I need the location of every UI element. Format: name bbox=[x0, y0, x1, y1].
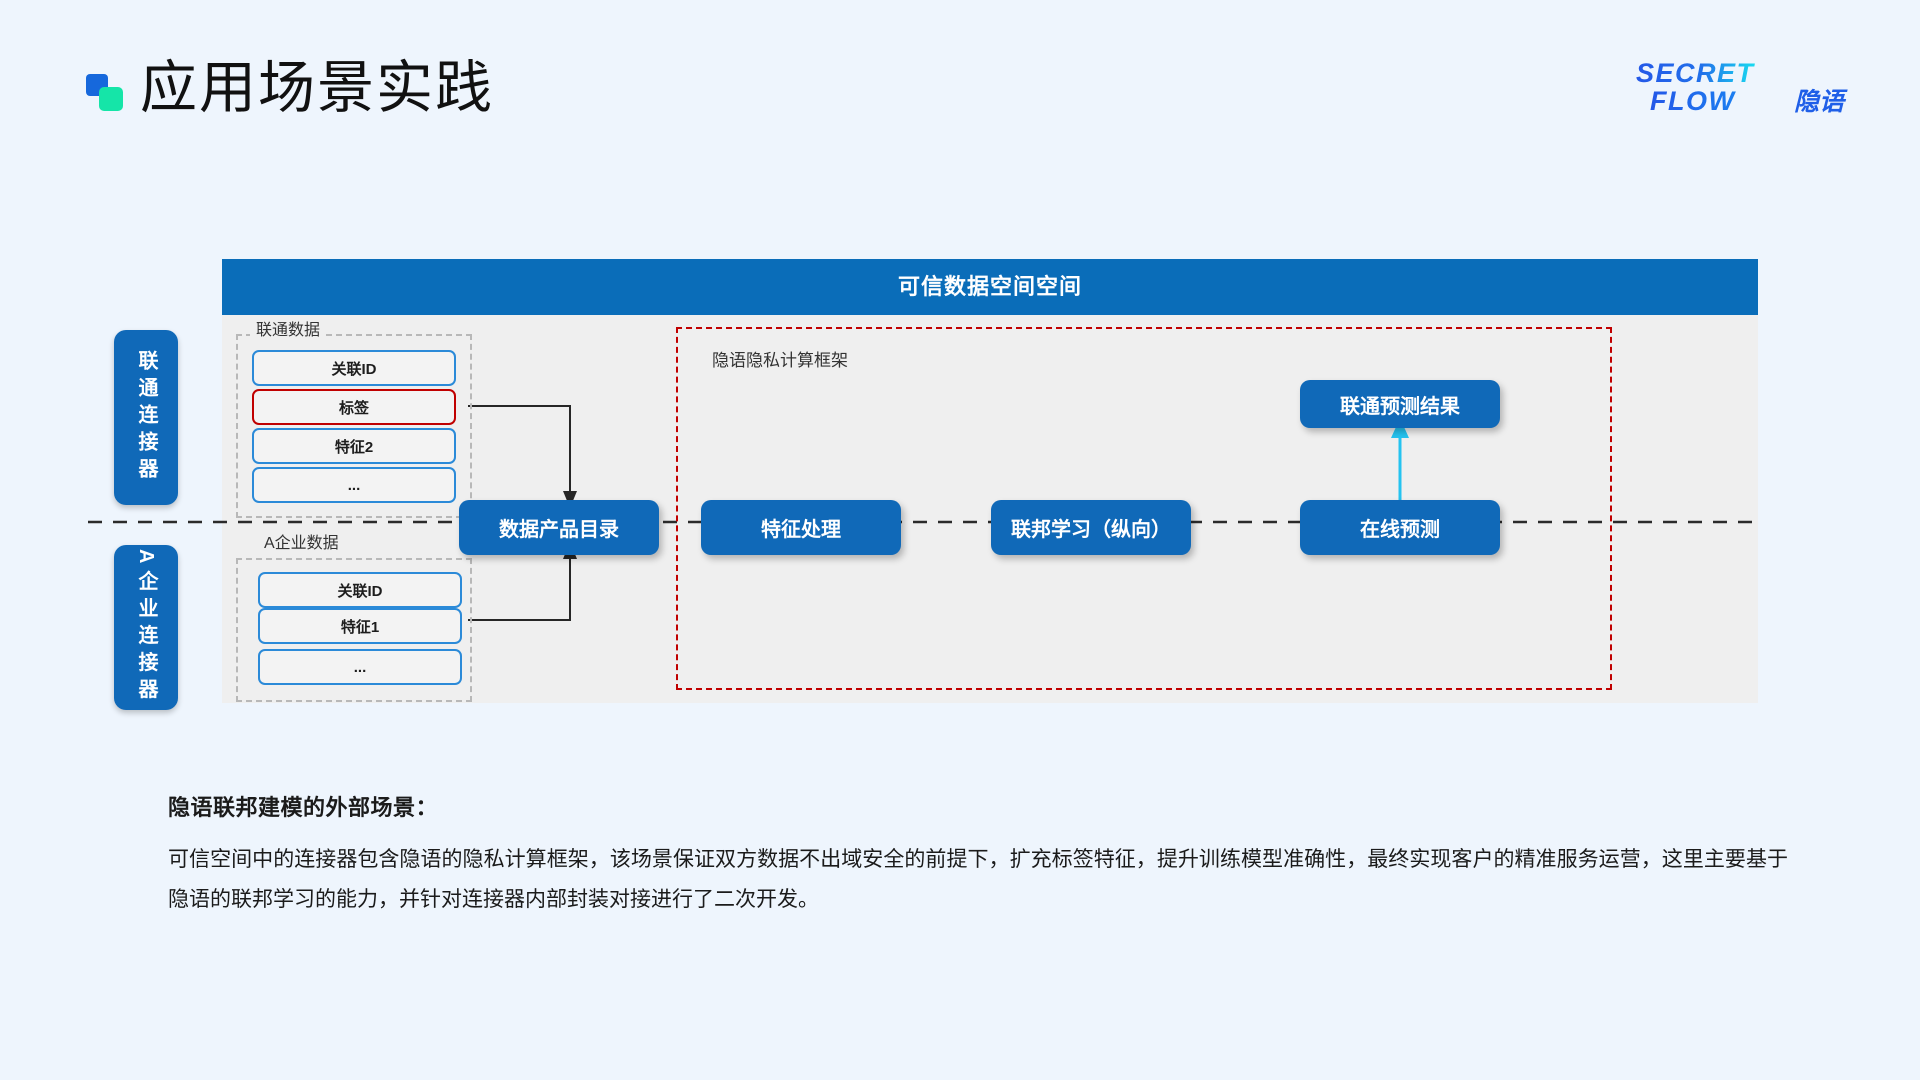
connector-unicom[interactable]: 联通连接器 bbox=[114, 330, 178, 505]
caption-block: 隐语联邦建模的外部场景： 可信空间中的连接器包含隐语的隐私计算框架，该场景保证双… bbox=[168, 790, 1788, 920]
framework-box-secretflow bbox=[676, 327, 1612, 690]
group-box-unicom-data bbox=[236, 334, 472, 518]
caption-title: 隐语联邦建模的外部场景： bbox=[168, 795, 439, 820]
svg-text:SECRET: SECRET bbox=[1636, 58, 1756, 88]
node-federated-learning[interactable]: 联邦学习（纵向） bbox=[991, 500, 1191, 555]
node-online-prediction[interactable]: 在线预测 bbox=[1300, 500, 1500, 555]
node-data-product-catalog[interactable]: 数据产品目录 bbox=[459, 500, 659, 555]
field-unicom-more[interactable]: ... bbox=[252, 467, 456, 503]
connector-enterprise-a[interactable]: A企业连接器 bbox=[114, 545, 178, 710]
caption-body: 可信空间中的连接器包含隐语的隐私计算框架，该场景保证双方数据不出域安全的前提下，… bbox=[168, 848, 1788, 911]
group-box-enterprise-a-data bbox=[236, 558, 472, 702]
secretflow-brand-logo: SECRET FLOW 隐语 bbox=[1598, 56, 1868, 118]
field-enterprise-more[interactable]: ... bbox=[258, 649, 462, 685]
field-unicom-join-id[interactable]: 关联ID bbox=[252, 350, 456, 386]
node-feature-processing[interactable]: 特征处理 bbox=[701, 500, 901, 555]
framework-label-secretflow: 隐语隐私计算框架 bbox=[712, 351, 848, 370]
group-label-unicom-data: 联通数据 bbox=[250, 316, 327, 340]
group-label-enterprise-a-data: A企业数据 bbox=[258, 529, 345, 553]
svg-text:隐语: 隐语 bbox=[1794, 88, 1848, 116]
panel-title-bar bbox=[222, 259, 1758, 315]
secretflow-logo-icon: SECRET FLOW 隐语 bbox=[1636, 58, 1848, 116]
field-enterprise-join-id[interactable]: 关联ID bbox=[258, 572, 462, 608]
node-unicom-prediction-result[interactable]: 联通预测结果 bbox=[1300, 380, 1500, 428]
svg-text:FLOW: FLOW bbox=[1650, 86, 1736, 116]
field-enterprise-feature1[interactable]: 特征1 bbox=[258, 608, 462, 644]
panel-title: 可信数据空间空间 bbox=[897, 274, 1082, 299]
logo-mark-icon bbox=[86, 74, 124, 112]
field-unicom-feature2[interactable]: 特征2 bbox=[252, 428, 456, 464]
field-unicom-label[interactable]: 标签 bbox=[252, 389, 456, 425]
slide-header: 应用场景实践 SECRET FLOW 隐语 bbox=[0, 0, 1920, 150]
logo-square-green-icon bbox=[99, 87, 123, 111]
page-title: 应用场景实践 bbox=[140, 56, 494, 120]
